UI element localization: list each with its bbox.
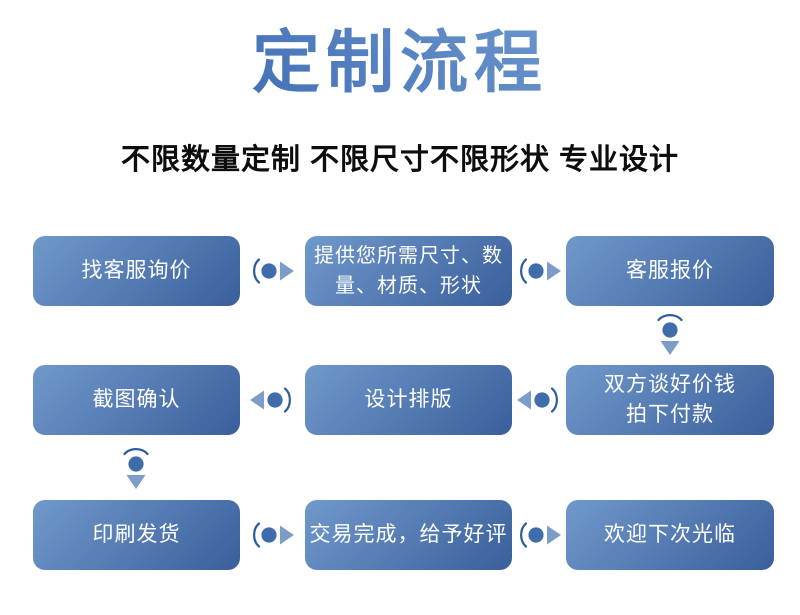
flow-step-design-layout: 设计排版 [305, 365, 512, 435]
flow-step-label: 找客服询价 [81, 259, 192, 282]
flow-step-deal-done-review: 交易完成，给予好评 [305, 500, 512, 570]
flow-step-label: 欢迎下次光临 [604, 523, 736, 546]
flow-step-label: 提供您所需尺寸、数量、材质、形状 [314, 245, 503, 297]
flow-arrow-right-icon [249, 520, 295, 550]
flow-step-screenshot-confirm: 截图确认 [33, 365, 240, 435]
flow-arrow-right-icon [516, 256, 562, 286]
page-subtitle: 不限数量定制 不限尺寸不限形状 专业设计 [120, 144, 680, 176]
flow-step-label: 设计排版 [364, 388, 453, 411]
flow-step-label: 客服报价 [626, 259, 714, 282]
flow-arrow-right-icon [249, 256, 295, 286]
flow-step-label: 截图确认 [92, 388, 181, 411]
flow-arrow-down-icon [647, 314, 693, 355]
flow-arrow-left-icon [249, 385, 295, 415]
flow-step-label: 双方谈好价钱 拍下付款 [604, 373, 736, 426]
flow-arrow-left-icon [516, 385, 562, 415]
page-title: 定制流程 [0, 24, 800, 102]
flow-step-label: 交易完成，给予好评 [309, 523, 508, 546]
flow-step-provide-specs: 提供您所需尺寸、数量、材质、形状 [305, 236, 512, 306]
flow-arrow-right-icon [516, 520, 562, 550]
flow-step-service-quote: 客服报价 [566, 236, 774, 306]
flow-arrow-down-icon [113, 448, 159, 489]
flow-step-agree-price-pay: 双方谈好价钱 拍下付款 [566, 365, 774, 435]
flow-step-label: 印刷发货 [92, 523, 181, 546]
flow-step-welcome-back: 欢迎下次光临 [566, 500, 774, 570]
flow-step-print-ship: 印刷发货 [33, 500, 240, 570]
flow-step-ask-service: 找客服询价 [33, 236, 240, 306]
